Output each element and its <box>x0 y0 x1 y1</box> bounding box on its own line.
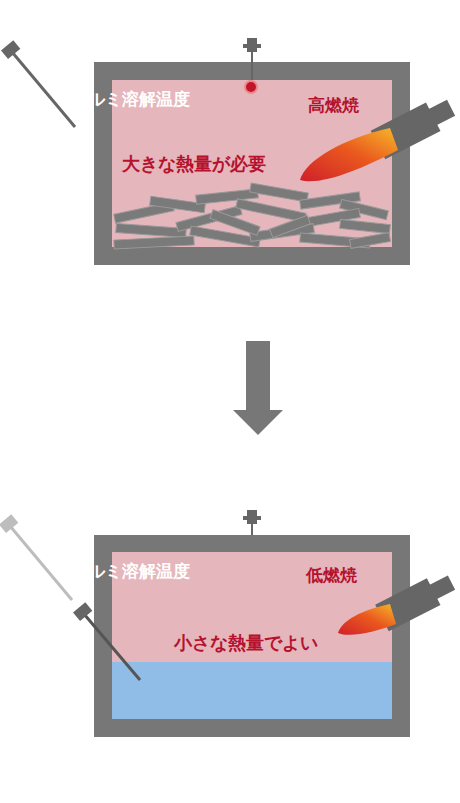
flame <box>338 604 396 635</box>
thermocouple-head <box>73 602 92 621</box>
scrap-piece <box>116 224 186 238</box>
temperature-label: ルミ溶解温度 <box>88 90 190 110</box>
scrap-piece <box>270 215 311 237</box>
thermocouple-ghost <box>10 526 72 600</box>
top-sensor <box>243 44 261 48</box>
scrap-piece <box>350 233 391 249</box>
top-sensor-rod <box>251 524 253 535</box>
scrap-pile <box>114 183 391 249</box>
process-arrow <box>233 341 283 435</box>
scrap-piece <box>114 236 194 249</box>
flame <box>300 128 398 181</box>
thermocouple <box>12 52 75 127</box>
furnace-box: ルミ溶解温度低燃焼小さな熱量でよい <box>94 535 410 737</box>
furnace-top <box>1 38 458 265</box>
temperature-label: ルミ溶解温度 <box>88 562 190 582</box>
burner-label: 低燃焼 <box>306 566 357 586</box>
top-sensor-rod <box>251 52 253 80</box>
furnace-bottom <box>0 510 458 737</box>
scrap-piece <box>250 183 309 202</box>
sensor-dot <box>245 81 257 93</box>
furnace-box: ルミ溶解温度高燃焼大きな熱量が必要 <box>94 62 410 265</box>
scrap-piece <box>210 210 260 236</box>
heat-note: 大きな熱量が必要 <box>122 154 266 175</box>
thermocouple-head <box>1 40 20 59</box>
burner-label: 高燃焼 <box>308 96 359 116</box>
top-sensor <box>243 516 261 520</box>
thermocouple-ghost-head <box>0 514 18 533</box>
thermocouple <box>84 614 140 680</box>
heat-note: 小さな熱量でよい <box>174 633 318 654</box>
scrap-piece <box>340 219 391 233</box>
molten-aluminium <box>112 662 392 719</box>
scrap-piece <box>236 199 306 222</box>
